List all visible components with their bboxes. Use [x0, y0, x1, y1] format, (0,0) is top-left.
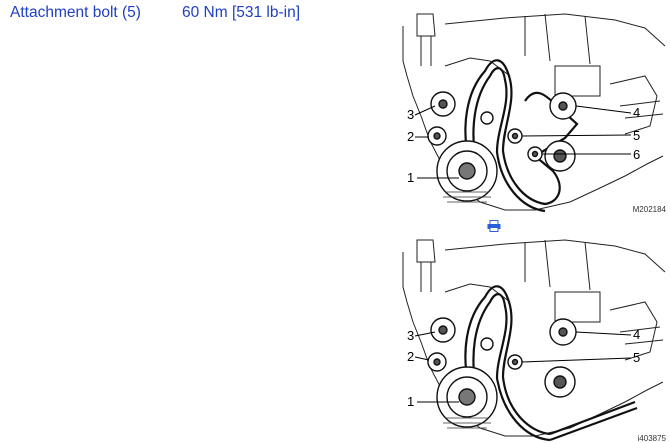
engine-illustration-top	[402, 13, 666, 213]
belt-diagram-top: 1 2 3 4 5 6 M202184	[385, 6, 670, 214]
belt-diagram-bottom: 1 2 3 4 5 i403875	[385, 232, 670, 443]
callout-5: 5	[633, 350, 641, 365]
callout-3: 3	[407, 107, 415, 122]
callout-6: 6	[633, 147, 641, 162]
callout-3: 3	[407, 328, 415, 343]
callout-2: 2	[407, 129, 415, 144]
callout-1: 1	[407, 170, 415, 185]
callout-1: 1	[407, 394, 415, 409]
callout-5: 5	[633, 128, 641, 143]
spec-label: Attachment bolt (5)	[10, 4, 141, 21]
callout-2: 2	[407, 349, 415, 364]
printer-icon[interactable]	[487, 219, 501, 232]
spec-value: 60 Nm [531 lb-in]	[182, 4, 301, 21]
engine-illustration-bottom	[402, 239, 666, 442]
figure-code-bottom: i403875	[637, 434, 666, 443]
figure-code-top: M202184	[632, 205, 666, 214]
printer-icon-glyph	[487, 220, 501, 232]
callout-4: 4	[633, 105, 641, 120]
callout-4: 4	[633, 327, 641, 342]
torque-spec-row: Attachment bolt (5) 60 Nm [531 lb-in]	[10, 4, 370, 26]
